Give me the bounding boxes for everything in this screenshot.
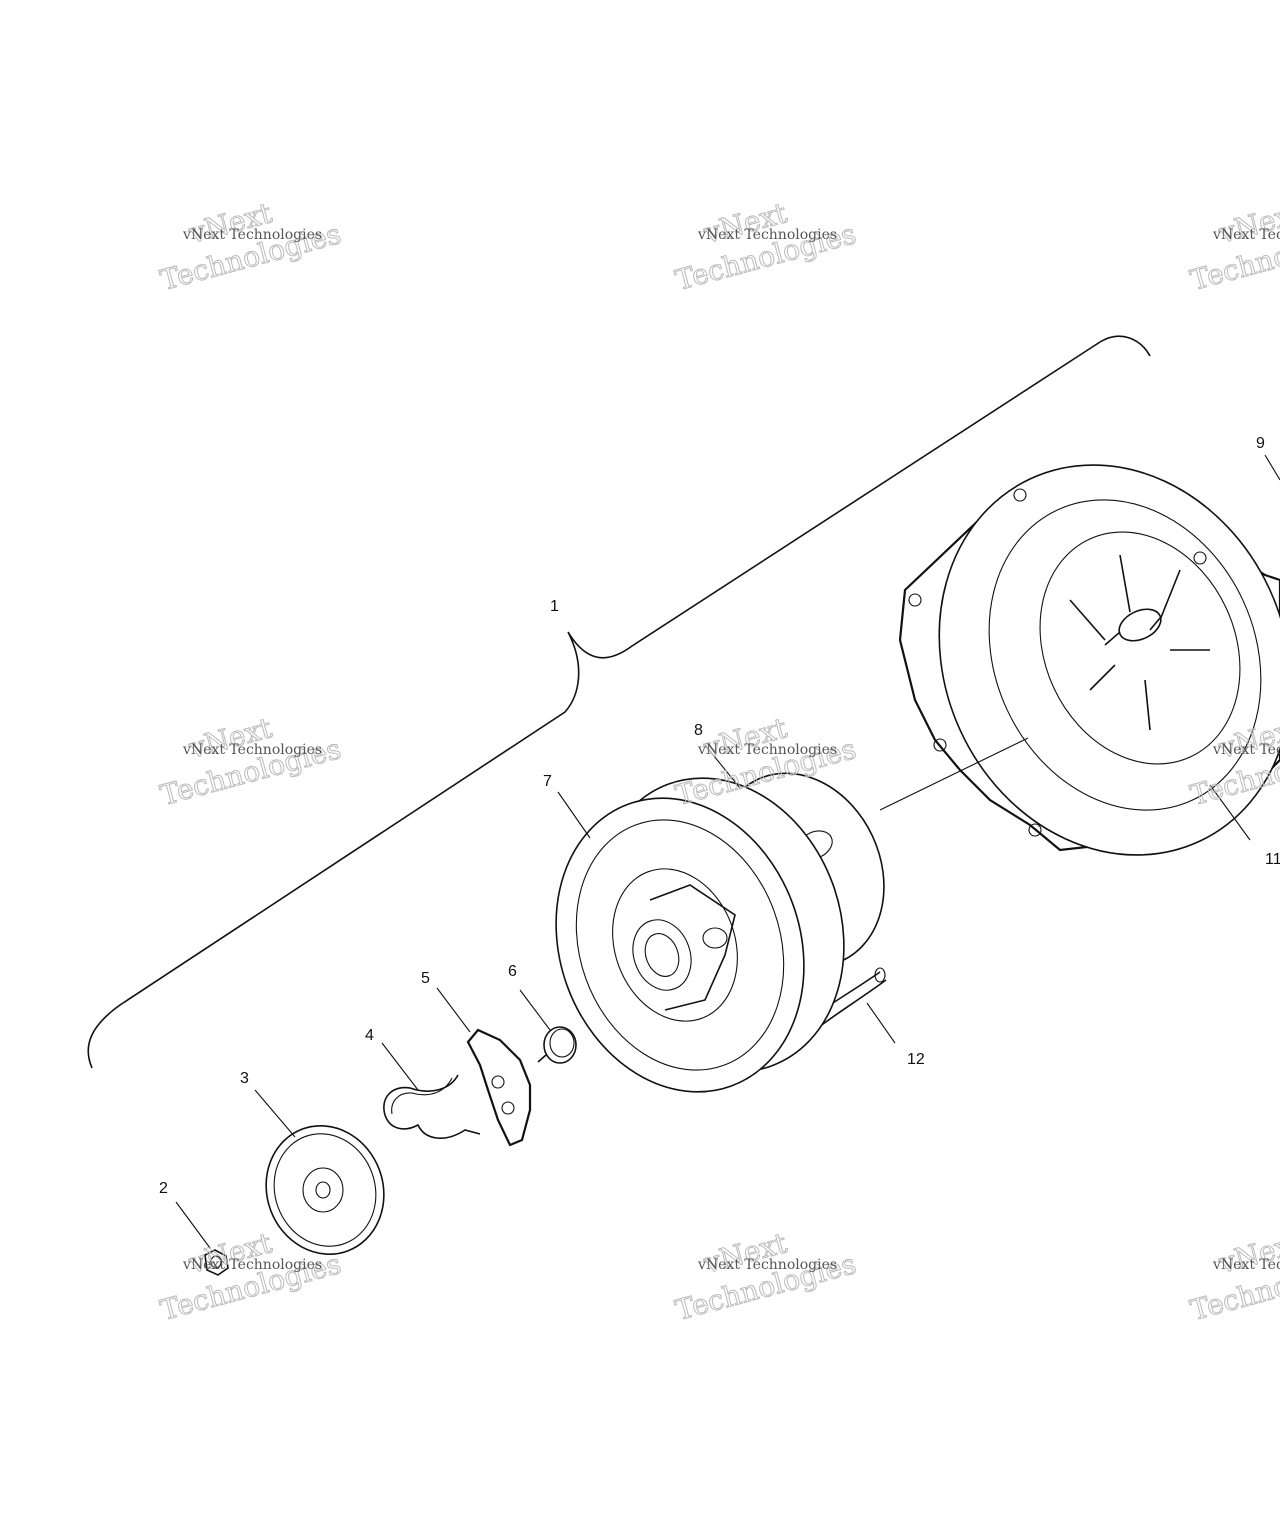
callout-3: 3 [240, 1070, 249, 1087]
svg-text:vNext Technologies: vNext Technologies [182, 227, 322, 243]
watermark: vNext Technologies vNext Technologies [156, 711, 345, 813]
callout-8: 8 [694, 722, 703, 739]
callout-11: 11 [1265, 851, 1280, 868]
svg-text:vNext Technologies: vNext Technologies [697, 742, 837, 758]
callout-5: 5 [421, 970, 430, 987]
svg-text:vNext Technologies: vNext Technologies [697, 227, 837, 243]
watermark: vNext Technologies vNext Technologies [671, 1226, 860, 1328]
svg-text:vNext Technologies: vNext Technologies [182, 742, 322, 758]
callout-6: 6 [508, 963, 517, 980]
callout-4: 4 [365, 1027, 374, 1044]
callout-1: 1 [550, 598, 559, 615]
callout-9: 9 [1256, 435, 1265, 452]
svg-text:vNext Technologies: vNext Technologies [1212, 227, 1280, 243]
starter-housing [898, 464, 1280, 856]
assembly-bracket [87, 335, 1151, 1069]
hex-nut [204, 1249, 229, 1276]
rope-pulley [555, 777, 845, 1093]
pawl [466, 1028, 532, 1147]
watermark: vNext Technologies vNext Technologies [1186, 196, 1280, 298]
callout-2: 2 [159, 1180, 168, 1197]
watermark: vNext Technologies vNext Technologies [671, 196, 860, 298]
watermark: vNext Technologies vNext Technologies [156, 196, 345, 298]
svg-text:vNext Technologies: vNext Technologies [1212, 742, 1280, 758]
svg-text:vNext Technologies: vNext Technologies [182, 1257, 322, 1273]
spring-clip [383, 1074, 481, 1139]
callout-12: 12 [907, 1051, 925, 1068]
svg-text:vNext Technologies: vNext Technologies [1212, 1257, 1280, 1273]
pawl-spring [537, 1026, 577, 1064]
watermark: vNext Technologies vNext Technologies [1186, 1226, 1280, 1328]
friction-plate [265, 1124, 385, 1256]
leader-lines [175, 454, 1280, 1249]
callout-7: 7 [543, 773, 552, 790]
svg-text:vNext Technologies: vNext Technologies [697, 1257, 837, 1273]
